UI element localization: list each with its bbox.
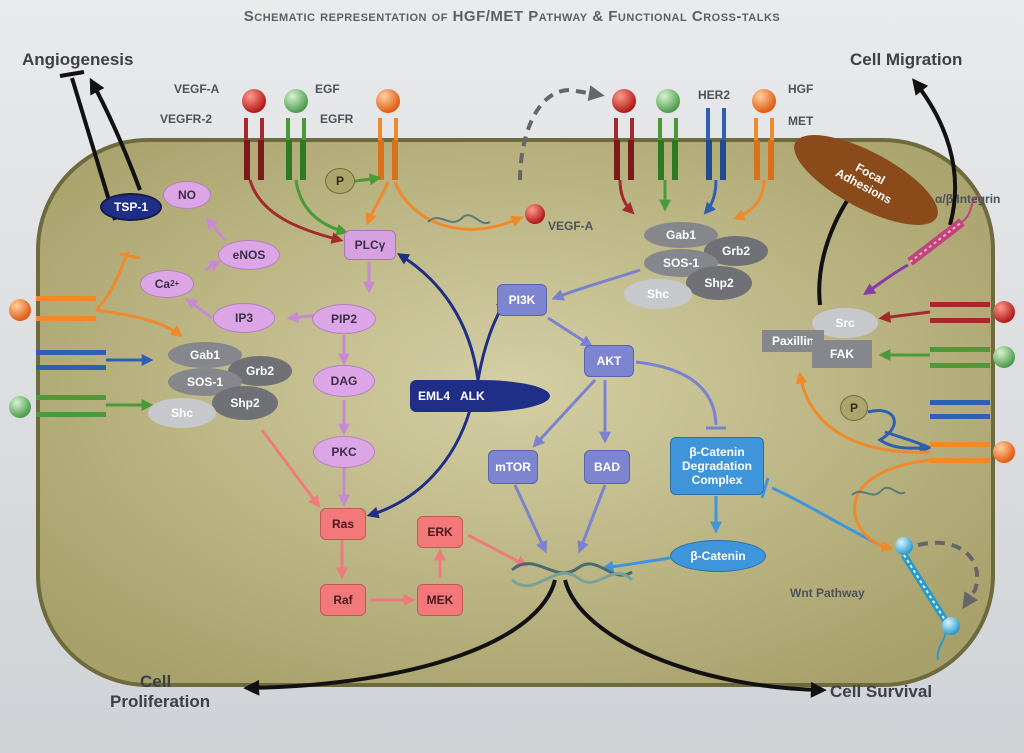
- met-receptor-top: [376, 89, 400, 180]
- egfr-receptor: [284, 89, 308, 180]
- complex-line-3: Complex: [691, 473, 743, 487]
- integrin-label: α/β Integrin: [935, 192, 1001, 206]
- bad-node: BAD: [584, 450, 630, 484]
- cell-proliferation-label-2: Proliferation: [110, 692, 211, 711]
- her2-receptor: [706, 108, 726, 180]
- pi3k-node: PI3K: [497, 284, 547, 316]
- vegf-a-label: VEGF-A: [174, 82, 220, 96]
- ras-node: Ras: [320, 508, 366, 540]
- plcg-node: PLCγ: [344, 230, 396, 260]
- tsp1-node: TSP-1: [100, 193, 162, 221]
- eml4-alk-node: EML4 ALK: [410, 380, 550, 412]
- wnt-receptor: [895, 537, 960, 661]
- vegfr2-receptor-right: [612, 89, 636, 180]
- egf-label: EGF: [315, 82, 340, 96]
- shp2-left-node: Shp2: [212, 386, 278, 420]
- erk-node: ERK: [417, 516, 463, 548]
- mtor-node: mTOR: [488, 450, 538, 484]
- met-label: MET: [788, 114, 814, 128]
- vegfr2-receptor-side: [930, 301, 1015, 323]
- met-receptor-side: [930, 441, 1015, 463]
- mek-node: MEK: [417, 584, 463, 616]
- eml4-label: EML4: [418, 389, 451, 403]
- beta-catenin-node: β-Catenin: [670, 540, 766, 572]
- raf-node: Raf: [320, 584, 366, 616]
- shp2-right-node: Shp2: [686, 266, 752, 300]
- hgf-label: HGF: [788, 82, 814, 96]
- vegf-a-secreted-label: VEGF-A: [548, 219, 594, 233]
- her2-receptor-left: [36, 350, 106, 370]
- akt-node: AKT: [584, 345, 634, 377]
- vegf-a-secreted-ball: [525, 204, 545, 224]
- fak-node: FAK: [812, 340, 872, 368]
- wnt-pathway-label: Wnt Pathway: [790, 586, 865, 600]
- her2-label: HER2: [698, 88, 731, 102]
- egfr-receptor-right: [656, 89, 680, 180]
- egfr-receptor-left: [9, 395, 106, 418]
- pip2-node: PIP2: [312, 304, 376, 334]
- complex-line-2: Degradation: [681, 459, 752, 473]
- calcium-label: Ca: [154, 277, 171, 291]
- phospho-node-egfr: P: [325, 168, 355, 194]
- focal-adhesions-shape: [794, 135, 938, 225]
- no-node: NO: [163, 181, 211, 209]
- alk-label: ALK: [460, 389, 485, 403]
- cell-proliferation-label-1: Cell: [140, 672, 172, 691]
- vegfr2-label: VEGFR-2: [160, 112, 213, 126]
- pkc-node: PKC: [313, 436, 375, 468]
- gab1-right-node: Gab1: [644, 222, 718, 248]
- phospho-node-her2: P: [840, 395, 868, 421]
- met-receptor-right: [752, 89, 776, 180]
- calcium-charge: 2+: [170, 279, 180, 288]
- dna-helix: [511, 562, 634, 588]
- angiogenesis-label: Angiogenesis: [22, 50, 134, 69]
- complex-line-1: β-Catenin: [689, 445, 745, 459]
- beta-catenin-complex-node: β-Catenin Degradation Complex: [670, 437, 764, 495]
- dna-small-2: [851, 486, 906, 496]
- integrin-receptor: [907, 194, 981, 266]
- page-title: Schematic representation of HGF/MET Path…: [243, 8, 781, 25]
- egfr-label: EGFR: [320, 112, 354, 126]
- cell-migration-label: Cell Migration: [850, 50, 963, 69]
- her2-receptor-side: [930, 400, 990, 419]
- enos-node: eNOS: [218, 240, 280, 270]
- dag-node: DAG: [313, 365, 375, 397]
- dna-small-1: [427, 214, 491, 225]
- shc-right-node: Shc: [624, 279, 692, 309]
- paxillin-node: Paxillin: [762, 330, 824, 352]
- shc-left-node: Shc: [148, 398, 216, 428]
- egfr-receptor-side: [930, 346, 1015, 368]
- gab1-left-node: Gab1: [168, 342, 242, 368]
- ip3-node: IP3: [213, 303, 275, 333]
- met-receptor-left: [9, 296, 96, 321]
- vegfr2-receptor: [242, 89, 266, 180]
- cell-survival-label: Cell Survival: [830, 682, 933, 701]
